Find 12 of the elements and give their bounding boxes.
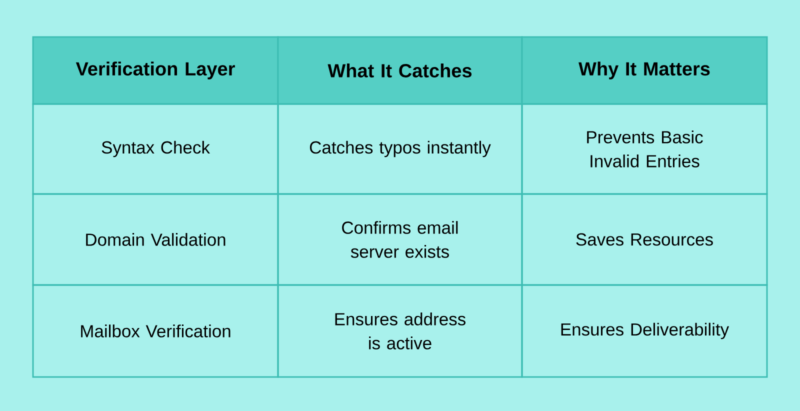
table-cell: Prevents Basic Invalid Entries bbox=[521, 103, 768, 195]
header-cell: Why It Matters bbox=[521, 36, 768, 105]
table-cell: Domain Validation bbox=[32, 193, 279, 286]
header-cell: What It Catches bbox=[277, 36, 523, 105]
table-cell: Ensures address is active bbox=[277, 284, 523, 378]
table-cell: Ensures Deliverability bbox=[521, 284, 768, 378]
table-cell: Catches typos instantly bbox=[277, 103, 523, 195]
table-cell: Confirms email server exists bbox=[277, 193, 523, 286]
table-cell: Syntax Check bbox=[32, 103, 279, 195]
header-cell: Verification Layer bbox=[32, 36, 279, 105]
table-cell: Mailbox Verification bbox=[32, 284, 279, 378]
table-cell: Saves Resources bbox=[521, 193, 768, 286]
